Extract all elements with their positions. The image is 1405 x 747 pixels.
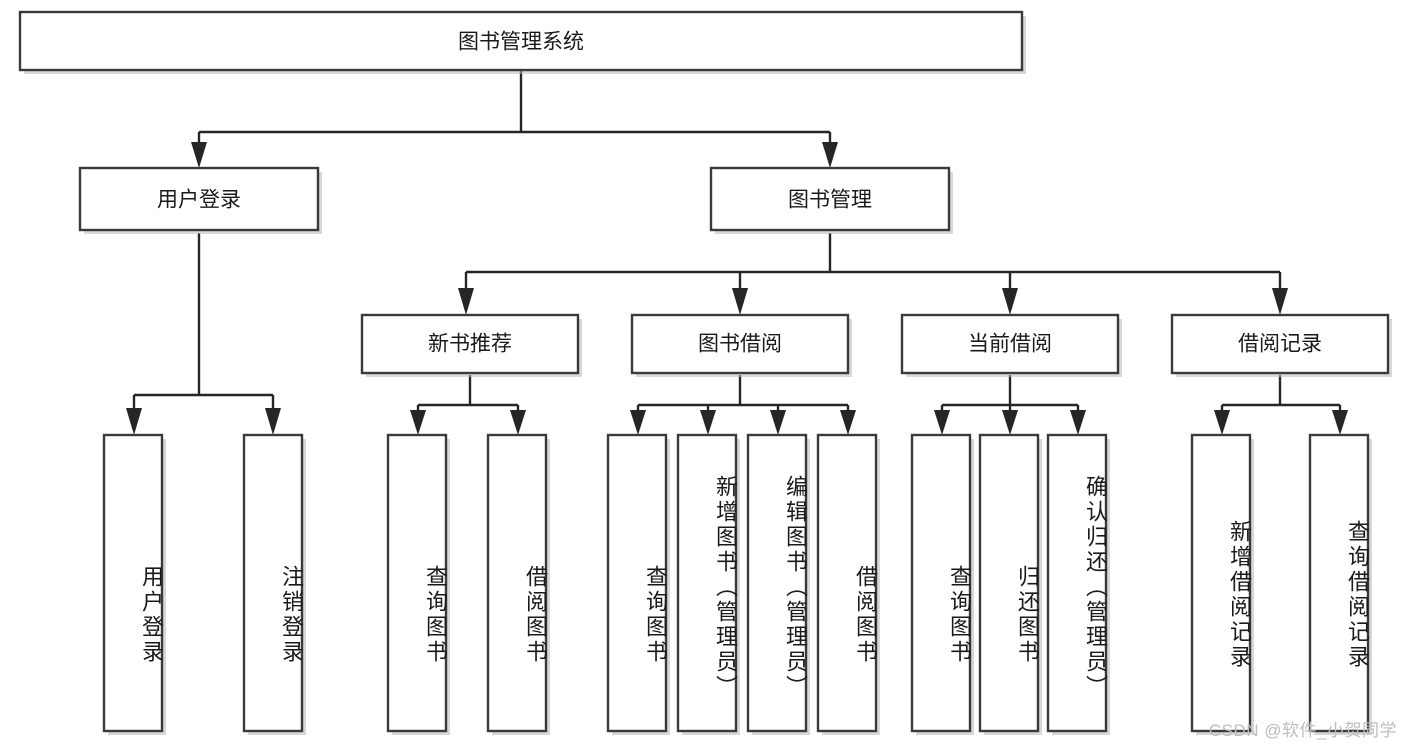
leaf-node-br-query-record[interactable] xyxy=(1308,433,1372,735)
connector-group-root xyxy=(191,70,838,168)
arrow-to-leaf-user-login xyxy=(126,408,142,435)
node-book-borrow[interactable]: 图书借阅 xyxy=(630,313,852,377)
node-new-book-recommend-label: 新书推荐 xyxy=(428,333,512,356)
leaf-node-user-login[interactable] xyxy=(102,433,166,735)
node-root-box xyxy=(18,10,1024,72)
leaf-logout-box xyxy=(242,433,304,733)
leaf-bb-borrow-box xyxy=(816,433,878,733)
node-user-login-label: 用户登录 xyxy=(157,189,241,212)
node-book-management-label: 图书管理 xyxy=(788,189,872,212)
arrow-bb-leaf-1 xyxy=(630,410,646,435)
arrow-bb-leaf-4 xyxy=(840,410,856,435)
arrow-to-borrow-record xyxy=(1272,288,1288,315)
leaf-node-logout[interactable] xyxy=(242,433,306,735)
arrow-root-to-user-login xyxy=(191,142,207,168)
connector-group-book-mgmt xyxy=(458,233,1288,315)
arrow-br-leaf-1 xyxy=(1214,410,1230,435)
leaf-node-bb-add-book[interactable] xyxy=(676,433,740,735)
arrow-to-book-borrow xyxy=(732,288,748,315)
node-user-login-box xyxy=(78,166,320,232)
node-borrow-record[interactable]: 借阅记录 xyxy=(1170,313,1392,377)
leaf-br-query-box xyxy=(1308,433,1370,733)
node-user-login[interactable]: 用户登录 xyxy=(78,166,322,234)
leaf-user-login-box xyxy=(102,433,164,733)
node-root[interactable]: 图书管理系统 xyxy=(18,10,1026,74)
leaf-node-br-add-record[interactable] xyxy=(1190,433,1254,735)
leaf-nb-borrow-box xyxy=(486,433,548,733)
node-root-label: 图书管理系统 xyxy=(458,31,584,54)
leaf-cb-confirm-box xyxy=(1046,433,1108,733)
connector-group-new-book xyxy=(410,375,526,435)
leaf-node-cb-return-book[interactable] xyxy=(978,433,1042,735)
node-current-borrow-label: 当前借阅 xyxy=(968,333,1052,356)
arrow-bb-leaf-3 xyxy=(770,410,786,435)
connector-group-user-login xyxy=(126,233,281,435)
arrow-to-leaf-logout xyxy=(265,408,281,435)
arrow-bb-leaf-2 xyxy=(700,410,716,435)
leaf-bb-add-box xyxy=(676,433,738,733)
node-book-borrow-label: 图书借阅 xyxy=(698,333,782,356)
node-book-management-box xyxy=(709,166,951,232)
leaf-cb-query-box xyxy=(910,433,972,733)
arrow-root-to-book-mgmt xyxy=(822,142,838,168)
leaf-node-bb-query-book[interactable] xyxy=(606,433,670,735)
node-current-borrow[interactable]: 当前借阅 xyxy=(900,313,1122,377)
leaf-cb-return-box xyxy=(978,433,1040,733)
node-book-borrow-box xyxy=(630,313,850,375)
node-new-book-recommend[interactable]: 新书推荐 xyxy=(360,313,582,377)
leaf-node-bb-borrow-book[interactable] xyxy=(816,433,880,735)
arrow-nb-leaf-2 xyxy=(510,410,526,435)
connector-group-current-borrow xyxy=(934,375,1086,435)
connector-group-book-borrow xyxy=(630,375,856,435)
connector-group-borrow-record xyxy=(1214,375,1348,435)
arrow-to-current-borrow xyxy=(1002,288,1018,315)
leaf-bb-query-box xyxy=(606,433,668,733)
leaf-node-nb-borrow-book[interactable] xyxy=(486,433,550,735)
leaf-node-nb-query-book[interactable] xyxy=(386,433,450,735)
leaf-bb-edit-box xyxy=(746,433,808,733)
node-book-management[interactable]: 图书管理 xyxy=(709,166,953,234)
arrow-nb-leaf-1 xyxy=(410,410,426,435)
arrow-cb-leaf-3 xyxy=(1070,410,1086,435)
leaf-node-cb-query-book[interactable] xyxy=(910,433,974,735)
arrow-cb-leaf-1 xyxy=(934,410,950,435)
node-borrow-record-box xyxy=(1170,313,1390,375)
leaf-nb-query-box xyxy=(386,433,448,733)
arrow-to-new-book xyxy=(458,288,474,315)
leaf-node-cb-confirm-return[interactable] xyxy=(1046,433,1110,735)
node-new-book-recommend-box xyxy=(360,313,580,375)
watermark-text: CSDN @软件_小贺同学 xyxy=(1208,721,1397,740)
arrow-br-leaf-2 xyxy=(1332,410,1348,435)
node-borrow-record-label: 借阅记录 xyxy=(1238,333,1322,356)
leaf-br-add-box xyxy=(1190,433,1252,733)
node-current-borrow-box xyxy=(900,313,1120,375)
leaf-node-bb-edit-book[interactable] xyxy=(746,433,810,735)
arrow-cb-leaf-2 xyxy=(1002,410,1018,435)
